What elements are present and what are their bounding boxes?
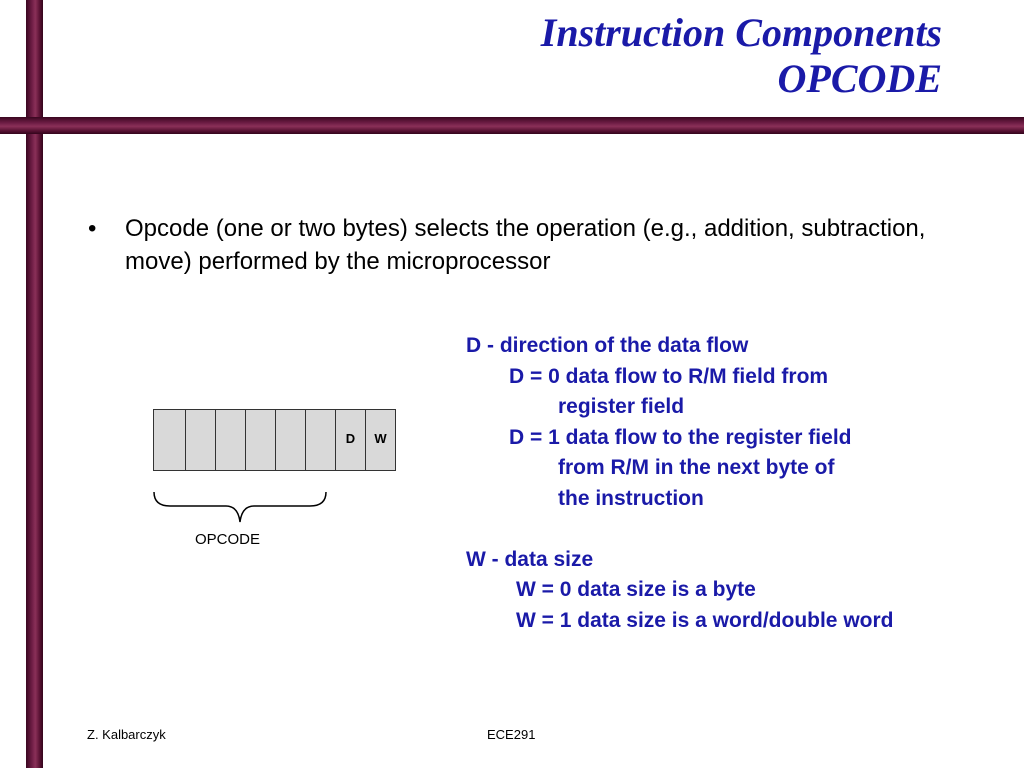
opcode-bit-cell [275,410,305,470]
w-heading: W - data size [466,547,594,571]
d1-line-3: the instruction [558,486,704,510]
d-bit-cell: D [335,410,365,470]
opcode-bit-cell [215,410,245,470]
d0-line-1: D = 0 data flow to R/M field from [509,364,829,388]
spacer [466,514,894,545]
d0-line-2: register field [558,395,685,418]
w-bit-cell: W [365,410,395,470]
opcode-bit-cell [185,410,215,470]
vertical-accent-bar [26,0,43,768]
opcode-bit-cell [154,410,185,470]
d1-line-2: from R/M in the next byte of [558,456,835,479]
opcode-brace-label: OPCODE [195,531,261,548]
horizontal-accent-bar [0,117,1024,134]
title-line-1: Instruction Components [540,10,942,55]
w1-line: W = 1 data size is a word/double word [516,608,894,632]
d-heading: D - direction of the data flow [466,334,749,357]
opcode-bit-cell [305,410,335,470]
bullet-item: • Opcode (one or two bytes) selects the … [88,212,948,278]
opcode-bit-cell [245,410,275,470]
bullet-text: Opcode (one or two bytes) selects the op… [125,215,926,275]
title-line-2: OPCODE [777,56,942,101]
opcode-byte-diagram: D W [153,409,396,471]
curly-brace-icon [153,491,327,523]
w0-line: W = 0 data size is a byte [516,578,756,601]
field-description: D - direction of the data flow D = 0 dat… [466,331,894,636]
d1-line-1: D = 1 data flow to the register field [509,425,852,449]
slide-title: Instruction Components OPCODE [541,10,942,102]
footer-course: ECE291 [487,727,536,742]
bullet-dot-icon: • [88,215,97,242]
footer-author: Z. Kalbarczyk [87,727,166,742]
